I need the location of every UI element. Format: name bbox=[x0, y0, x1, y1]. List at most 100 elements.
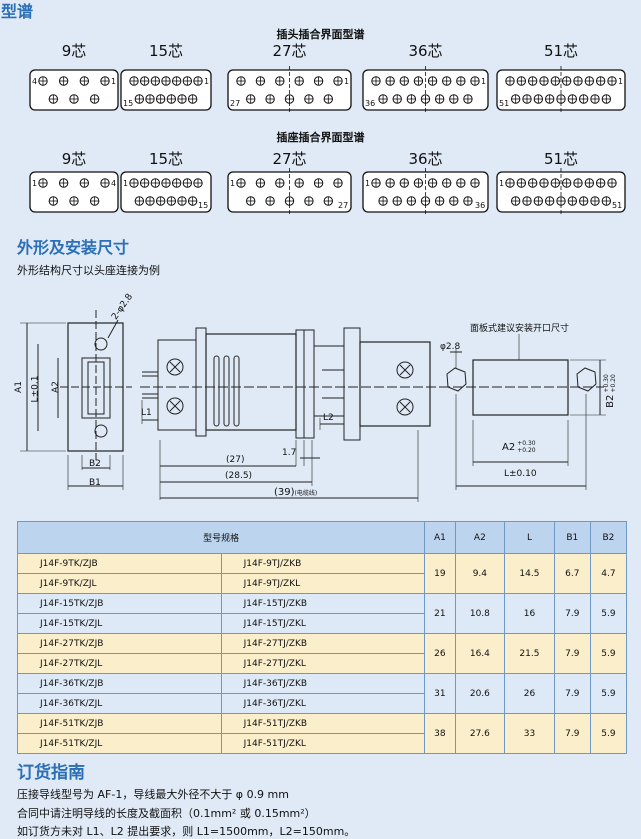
order-line-1: 压接导线型号为 AF-1，导线最大外径不大于 φ 0.9 mm bbox=[17, 788, 289, 801]
plug-label-2: 27芯 bbox=[272, 42, 307, 60]
pin-number-bottom-left: 36 bbox=[365, 99, 375, 108]
label-b2: B2 bbox=[89, 459, 101, 469]
label-a2: A2 bbox=[50, 381, 61, 393]
pin-number-bottom-right: 27 bbox=[338, 201, 348, 210]
pin-number-bottom-left: 51 bbox=[499, 99, 509, 108]
model-cell: J14F-36TJ/ZKL bbox=[220, 693, 426, 714]
header-b2: B2 bbox=[589, 521, 628, 554]
a1-cell: 26 bbox=[424, 633, 456, 674]
pin-number-right: 1 bbox=[618, 77, 623, 86]
pin-number-bottom-left: 15 bbox=[123, 99, 133, 108]
plug-label-4: 51芯 bbox=[543, 42, 579, 60]
socket-label-4: 51芯 bbox=[543, 150, 579, 168]
model-cell: J14F-36TK/ZJL bbox=[17, 693, 222, 714]
b1-cell: 7.9 bbox=[553, 633, 591, 674]
a2-tol-minus: +0.20 bbox=[517, 447, 536, 454]
model-cell: J14F-51TK/ZJL bbox=[17, 733, 222, 754]
socket-label-3: 36芯 bbox=[408, 150, 443, 168]
model-cell: J14F-36TK/ZJB bbox=[17, 673, 222, 694]
label-l01: L±0.1 bbox=[30, 375, 41, 403]
a2-tol-plus: +0.30 bbox=[517, 440, 536, 447]
pin-number-left: 1 bbox=[365, 179, 370, 188]
header-l: L bbox=[504, 521, 555, 554]
a1-cell: 31 bbox=[424, 673, 456, 714]
l-cell: 16 bbox=[504, 593, 555, 634]
b2-cell: 5.9 bbox=[589, 673, 628, 714]
dimensions-subtitle: 外形结构尺寸以头座连接为例 bbox=[17, 264, 160, 277]
section-title-order: 订货指南 bbox=[17, 763, 85, 783]
pin-number-right: 1 bbox=[481, 77, 486, 86]
model-cell: J14F-15TK/ZJB bbox=[17, 593, 222, 614]
model-cell: J14F-9TK/ZJB bbox=[17, 553, 222, 574]
a1-cell: 21 bbox=[424, 593, 456, 634]
pin-number-right: 4 bbox=[111, 179, 116, 188]
plug-label-0: 9芯 bbox=[61, 42, 87, 60]
l-cell: 14.5 bbox=[504, 553, 555, 594]
pin-number-right: 1 bbox=[344, 77, 349, 86]
model-cell: J14F-27TK/ZJL bbox=[17, 653, 222, 674]
b2-cell: 4.7 bbox=[589, 553, 628, 594]
a1-cell: 38 bbox=[424, 713, 456, 754]
label-b2-tolerance: B2+0.30+0.20 bbox=[603, 374, 617, 408]
b2-tol-label: B2 bbox=[604, 394, 616, 408]
plug-label-3: 36芯 bbox=[408, 42, 443, 60]
model-cell: J14F-51TJ/ZKL bbox=[220, 733, 426, 754]
pin-number-bottom-left: 27 bbox=[230, 99, 240, 108]
model-cell: J14F-15TK/ZJL bbox=[17, 613, 222, 634]
section-title-dimensions: 外形及安装尺寸 bbox=[17, 238, 130, 257]
b1-cell: 6.7 bbox=[553, 553, 591, 594]
pin-number-right: 1 bbox=[204, 77, 209, 86]
b1-cell: 7.9 bbox=[553, 713, 591, 754]
model-cell: J14F-51TK/ZJB bbox=[17, 713, 222, 734]
model-cell: J14F-9TJ/ZKB bbox=[220, 553, 426, 574]
pin-number-bottom-right: 36 bbox=[475, 201, 485, 210]
pin-number-bottom-right: 51 bbox=[612, 201, 622, 210]
l-cell: 26 bbox=[504, 673, 555, 714]
a2-cell: 10.8 bbox=[454, 593, 506, 634]
label-39-note: (电缆线) bbox=[294, 490, 318, 497]
b2-cell: 5.9 bbox=[589, 713, 628, 754]
b2-tol-plus: +0.30 bbox=[602, 374, 610, 393]
outline-dimension-drawing bbox=[20, 310, 606, 502]
b2-tol-minus: +0.20 bbox=[609, 374, 617, 393]
socket-label-1: 15芯 bbox=[148, 150, 184, 168]
label-28-5: (28.5) bbox=[225, 471, 253, 481]
pin-number-right: 1 bbox=[111, 77, 116, 86]
label-39: (39)(电缆线) bbox=[274, 487, 317, 498]
model-cell: J14F-15TJ/ZKL bbox=[220, 613, 426, 634]
pin-number-left: 1 bbox=[230, 179, 235, 188]
table-header-row: 型号规格 A1 A2 L B1 B2 bbox=[16, 521, 628, 554]
model-cell: J14F-15TJ/ZKB bbox=[220, 593, 426, 614]
a2-cell: 16.4 bbox=[454, 633, 506, 674]
plug-pattern-title: 插头插合界面型谱 bbox=[276, 28, 365, 41]
b2-cell: 5.9 bbox=[589, 633, 628, 674]
label-phi28: φ2.8 bbox=[440, 342, 461, 352]
a2-cell: 20.6 bbox=[454, 673, 506, 714]
header-a2: A2 bbox=[454, 521, 506, 554]
label-1-7: 1.7 bbox=[282, 448, 297, 458]
socket-face-0 bbox=[29, 171, 119, 213]
plug-face-0 bbox=[29, 69, 119, 111]
a1-cell: 19 bbox=[424, 553, 456, 594]
order-line-3: 如订货方未对 L1、L2 提出要求，则 L1=1500mm，L2=150mm。 bbox=[17, 825, 356, 838]
socket-pattern-title: 插座插合界面型谱 bbox=[276, 131, 365, 144]
pin-number-bottom-right: 15 bbox=[198, 201, 208, 210]
model-cell: J14F-9TJ/ZKL bbox=[220, 573, 426, 594]
socket-label-0: 9芯 bbox=[61, 150, 87, 168]
label-l1: L1 bbox=[141, 408, 152, 418]
a2-cell: 27.6 bbox=[454, 713, 506, 754]
socket-label-2: 27芯 bbox=[272, 150, 307, 168]
label-b1: B1 bbox=[89, 478, 101, 488]
a2-cell: 9.4 bbox=[454, 553, 506, 594]
label-39-value: (39) bbox=[274, 487, 295, 498]
l-cell: 21.5 bbox=[504, 633, 555, 674]
b2-cell: 5.9 bbox=[589, 593, 628, 634]
model-cell: J14F-36TJ/ZKB bbox=[220, 673, 426, 694]
